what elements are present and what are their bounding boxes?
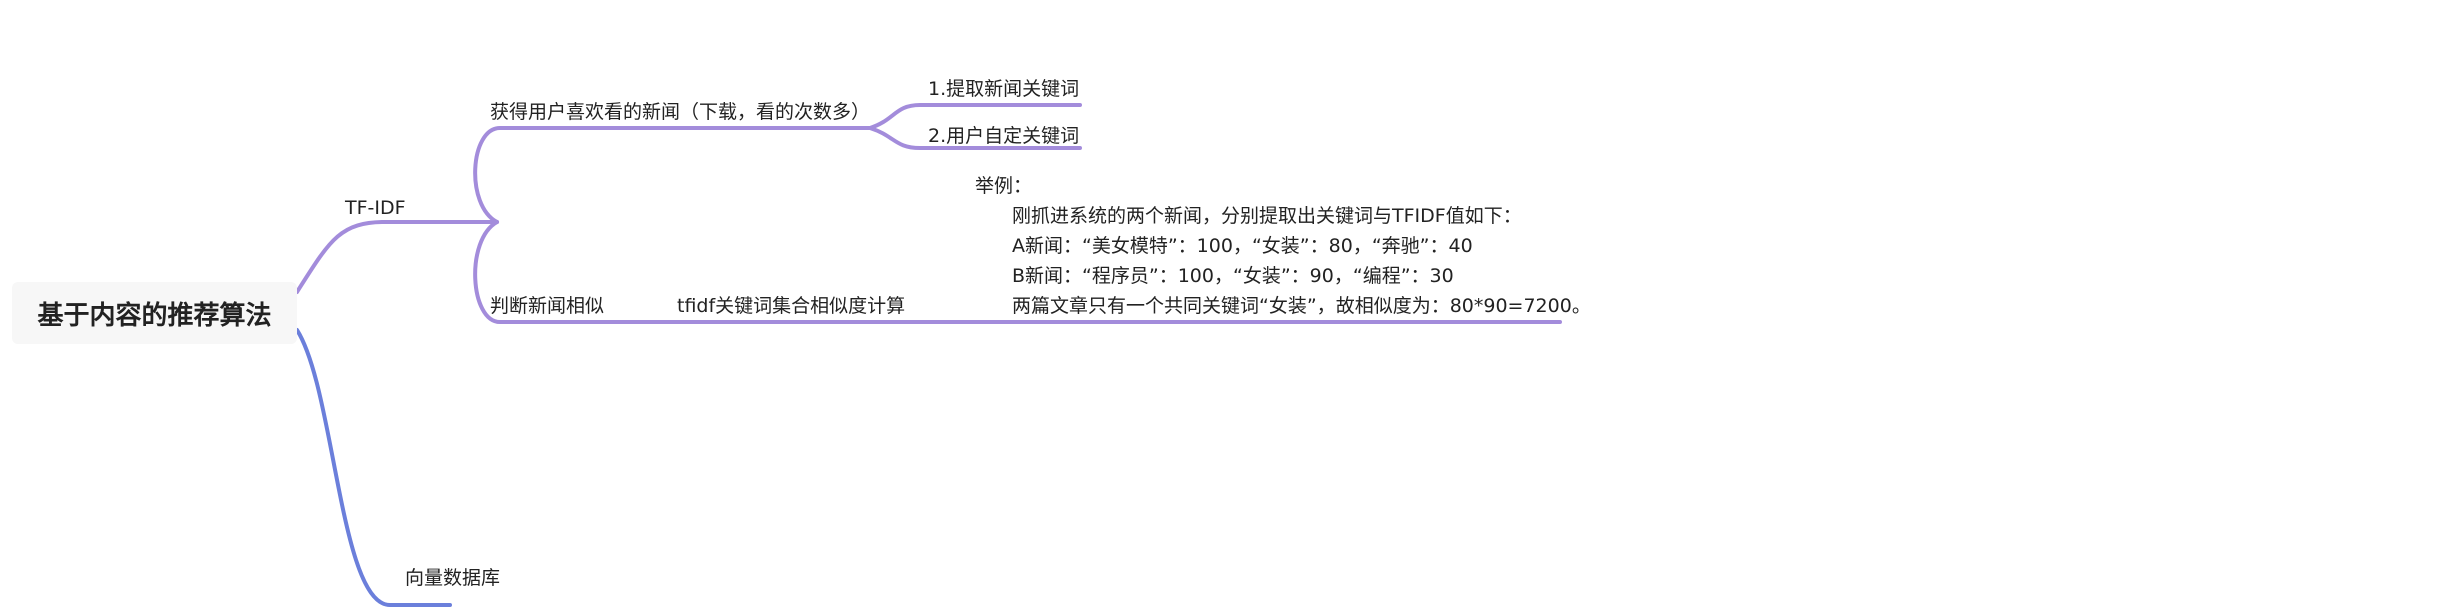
example-line: 两篇文章只有一个共同关键词“女装”，故相似度为：80*90=7200。 xyxy=(1012,295,1591,317)
node-custom-keywords[interactable]: 2.用户自定关键词 xyxy=(928,125,1080,147)
node-similar-news[interactable]: 判断新闻相似 xyxy=(490,295,605,317)
connector-getnews-extract xyxy=(868,103,1082,130)
connector-tfidf-getnews xyxy=(473,126,872,224)
node-vector-db[interactable]: 向量数据库 xyxy=(405,567,501,589)
connector-getnews-custom xyxy=(868,126,1082,150)
connector-root-vectordb xyxy=(295,328,452,607)
connector-tfidf-similar xyxy=(473,220,1562,324)
root-node[interactable]: 基于内容的推荐算法 xyxy=(12,282,297,344)
example-line: 刚抓进系统的两个新闻，分别提取出关键词与TFIDF值如下： xyxy=(1012,205,1522,227)
example-line: B新闻：“程序员”：100，“女装”：90，“编程”：30 xyxy=(1012,265,1454,287)
node-tfidf[interactable]: TF-IDF xyxy=(345,197,406,219)
node-get-news[interactable]: 获得用户喜欢看的新闻（下载，看的次数多） xyxy=(490,101,871,123)
connector-root-tfidf xyxy=(295,220,499,294)
node-similarity-method[interactable]: tfidf关键词集合相似度计算 xyxy=(677,295,906,317)
node-extract-keywords[interactable]: 1.提取新闻关键词 xyxy=(928,78,1080,100)
example-line: A新闻：“美女模特”：100，“女装”：80，“奔驰”：40 xyxy=(1012,235,1473,257)
example-title: 举例： xyxy=(975,175,1033,197)
